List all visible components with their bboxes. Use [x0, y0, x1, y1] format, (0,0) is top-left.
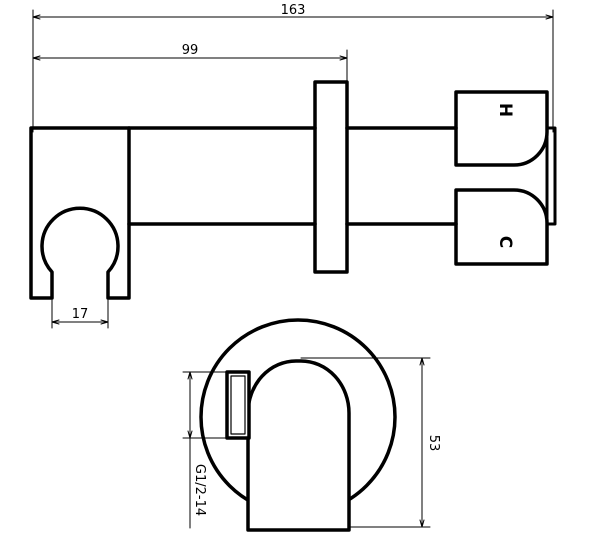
dimension-body-height	[300, 357, 431, 528]
dimension-thread	[182, 371, 228, 529]
wall-flange	[313, 80, 349, 274]
cold-mark: C	[495, 236, 515, 248]
thread-spec-label: G1/2-14	[192, 464, 207, 516]
dimension-centre	[32, 49, 348, 83]
hose-connector	[225, 370, 251, 440]
body-height-label: 53	[426, 435, 441, 452]
front-view	[182, 318, 431, 532]
holder-bracket	[29, 126, 131, 300]
centre-to-wall-label: 99	[182, 43, 199, 58]
end-cap	[545, 126, 557, 226]
hot-mark: H	[495, 103, 515, 117]
dimension-overall-length	[32, 9, 554, 133]
hose-connector-inner	[230, 375, 246, 435]
dimension-holder-opening	[51, 299, 109, 329]
cold-handle	[454, 188, 549, 266]
overall-length-label: 163	[281, 3, 306, 18]
holder-opening-label: 17	[72, 307, 89, 322]
side-view	[29, 9, 557, 329]
outlet-body	[246, 359, 351, 532]
